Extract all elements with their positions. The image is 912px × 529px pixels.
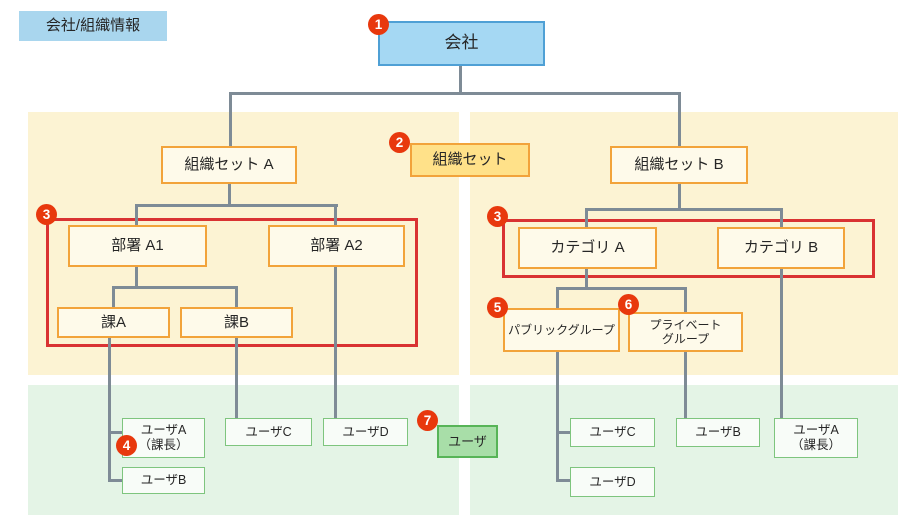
org-set-b-node: 組織セット B [610,146,748,184]
org-set-legend-node: 組織セット [410,143,530,177]
dept-a2-node: 部署 A2 [268,225,405,267]
connector-line [229,92,681,95]
connector-line [780,269,783,418]
connector-line [556,479,572,482]
marker-2: 2 [389,132,410,153]
marker-5: 5 [487,297,508,318]
connector-line [108,338,111,482]
right-user-b-label: ユーザB [695,425,741,439]
marker-1: 1 [368,14,389,35]
connector-line [459,66,462,93]
red-frame-categories [502,219,875,278]
org-set-a-node: 組織セット A [161,146,297,184]
marker-5-number: 5 [493,300,502,315]
marker-3-left-number: 3 [42,207,51,222]
marker-4-number: 4 [122,438,131,453]
connector-line [135,267,138,288]
org-set-b-label: 組織セット B [634,156,724,173]
right-user-a-label-line1: ユーザA [793,423,839,437]
connector-line [235,338,238,418]
connector-line [684,352,687,418]
left-user-c-label: ユーザC [245,424,292,439]
left-user-d-node: ユーザD [323,418,408,446]
private-group-label-line1: プライベート [649,317,722,332]
connector-line [678,92,681,146]
connector-line [112,286,115,307]
connector-line [556,352,559,481]
category-a-node: カテゴリ A [518,227,657,269]
left-user-a-label-line2: （課長） [138,438,189,452]
right-user-b-node: ユーザB [676,418,760,447]
org-set-legend-label: 組織セット [432,151,508,168]
org-set-a-label: 組織セット A [184,156,274,173]
marker-6: 6 [618,294,639,315]
connector-line [556,287,559,308]
connector-line [556,287,687,290]
dept-a2-label: 部署 A2 [310,237,363,254]
connector-line [556,431,572,434]
private-group-label-line2: グループ [661,332,710,346]
connector-line [135,204,138,227]
connector-line [235,286,238,307]
company-node: 会社 [378,21,545,66]
connector-line [585,208,783,211]
connector-line [684,287,687,312]
connector-line [108,479,124,482]
right-user-a-label-line2: （課長） [790,438,841,452]
connector-line [229,92,232,146]
right-user-c-label: ユーザC [589,425,636,439]
connector-line [135,204,338,207]
marker-4: 4 [116,435,137,456]
section-a-node: 課A [57,307,170,338]
public-group-label: パブリックグループ [508,322,615,337]
category-a-label: カテゴリ A [550,239,625,256]
right-user-d-label: ユーザD [589,474,636,489]
marker-6-number: 6 [624,297,633,312]
diagram-title: 会社/組織情報 [19,11,167,41]
connector-line [678,184,681,210]
diagram-title-label: 会社/組織情報 [45,17,141,34]
marker-3-left: 3 [36,204,57,225]
left-user-a-node: ユーザA （課長） [122,418,205,458]
section-b-node: 課B [180,307,293,338]
connector-line [228,184,231,206]
marker-2-number: 2 [395,135,404,150]
marker-3-right: 3 [487,206,508,227]
connector-line [780,208,783,227]
right-user-d-node: ユーザD [570,467,655,497]
left-user-d-label: ユーザD [342,424,389,439]
marker-1-number: 1 [374,17,383,32]
connector-line [585,269,588,289]
connector-line [585,208,588,227]
company-label: 会社 [444,33,479,53]
dept-a1-label: 部署 A1 [111,237,164,254]
section-b-label: 課B [223,313,249,331]
panel-green-left [28,385,459,515]
marker-7: 7 [417,410,438,431]
right-user-c-node: ユーザC [570,418,655,447]
red-frame-departments [46,218,418,347]
connector-line [108,431,124,434]
category-b-label: カテゴリ B [743,239,819,256]
private-group-node: プライベート グループ [628,312,743,352]
left-user-c-node: ユーザC [225,418,312,446]
user-legend-label: ユーザ [448,433,487,449]
left-user-b-label: ユーザB [140,473,187,487]
right-user-a-node: ユーザA （課長） [774,418,858,458]
left-user-a-label-line1: ユーザA [140,423,187,437]
category-b-node: カテゴリ B [717,227,845,269]
connector-line [112,286,238,289]
user-legend-node: ユーザ [437,425,498,458]
dept-a1-node: 部署 A1 [68,225,207,267]
section-a-label: 課A [100,313,126,331]
left-user-b-node: ユーザB [122,467,205,494]
connector-line [334,267,337,418]
connector-line [334,204,337,227]
marker-3-right-number: 3 [493,209,502,224]
marker-7-number: 7 [423,413,432,428]
public-group-node: パブリックグループ [503,308,620,352]
